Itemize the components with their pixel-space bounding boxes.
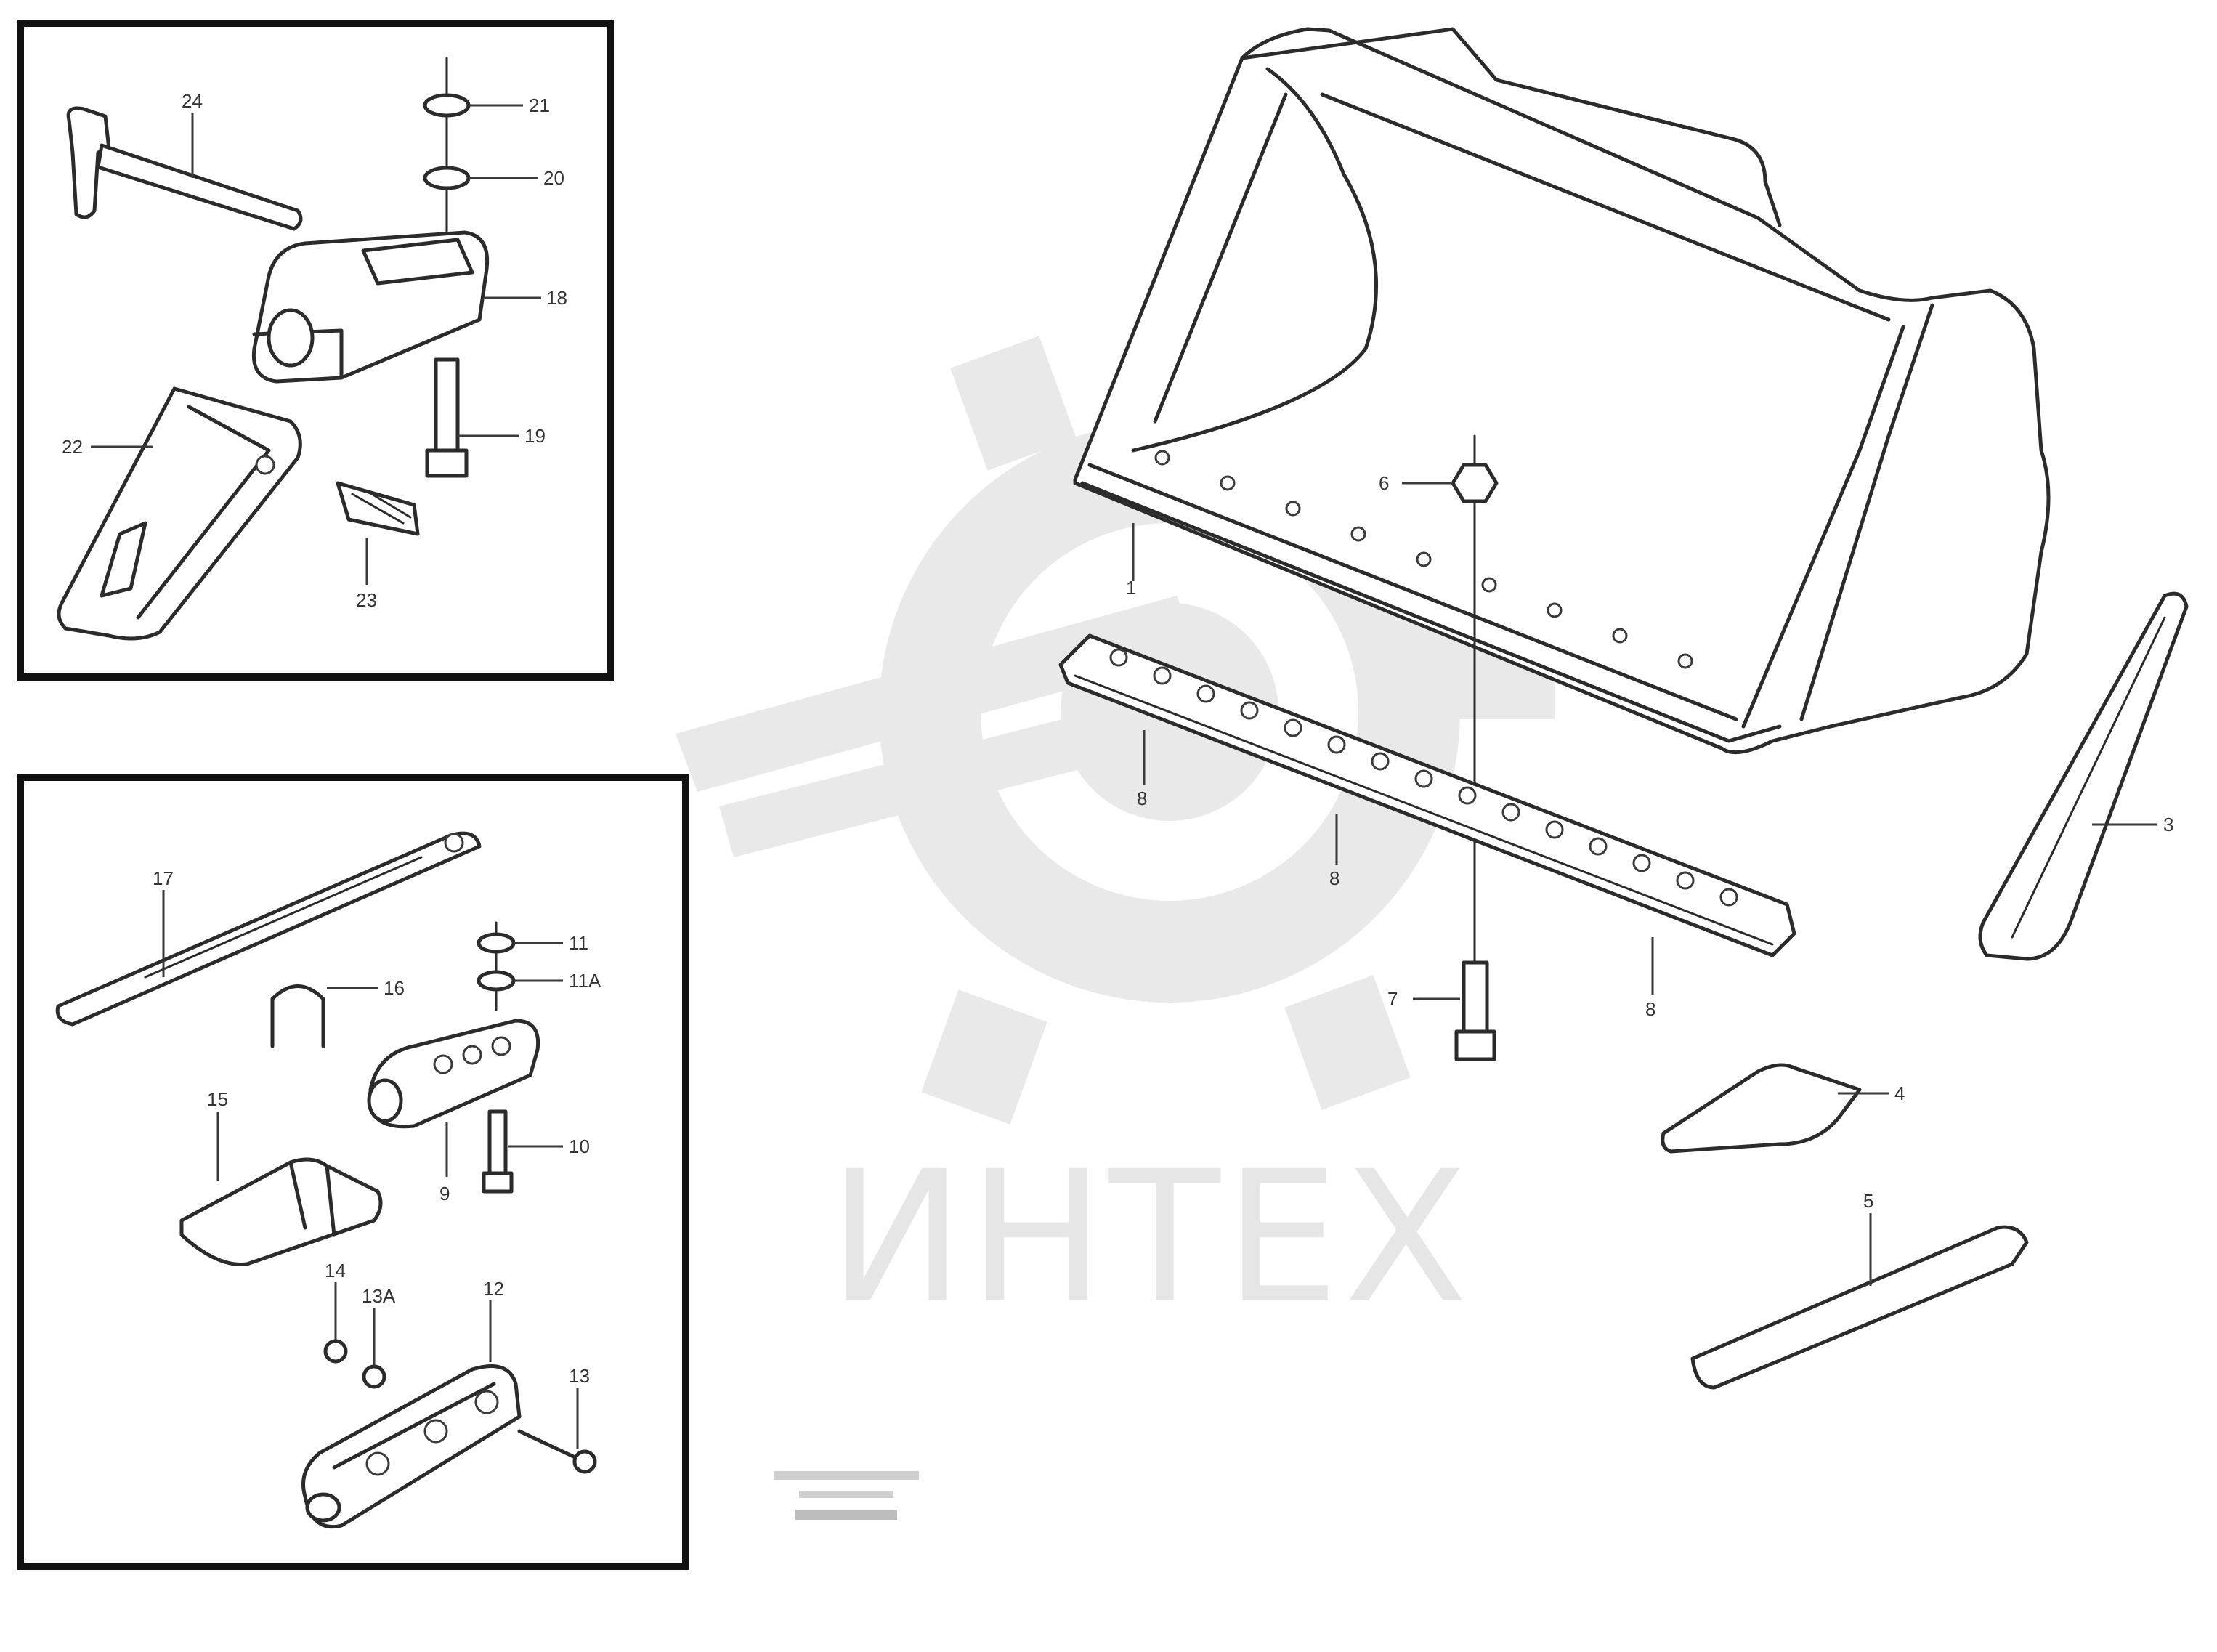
part-bolt-7 bbox=[1454, 960, 1496, 1061]
part-cutting-edge-8 bbox=[1058, 633, 1796, 957]
inset-frame-top bbox=[17, 20, 614, 681]
label-8-a: 8 bbox=[1137, 787, 1147, 809]
label-3: 3 bbox=[2163, 814, 2173, 835]
label-20: 20 bbox=[543, 167, 564, 189]
part-wear-strip-5 bbox=[1690, 1225, 2029, 1390]
label-17: 17 bbox=[153, 867, 174, 889]
part-side-cutter-3 bbox=[1978, 591, 2189, 961]
label-11: 11 bbox=[569, 932, 588, 954]
drawing-code-line-3 bbox=[795, 1510, 897, 1520]
part-bolt-10 bbox=[482, 1109, 514, 1194]
watermark-text: ИНТЕХ bbox=[828, 1132, 1472, 1343]
label-13: 13 bbox=[569, 1365, 590, 1387]
drawing-code-block bbox=[774, 1471, 919, 1520]
label-18: 18 bbox=[546, 287, 567, 309]
part-bucket-tooth-22 bbox=[57, 386, 302, 641]
part-nut-6 bbox=[1451, 434, 1499, 975]
part-adapter-9 bbox=[367, 1019, 540, 1129]
part-bar-17 bbox=[55, 831, 482, 1027]
label-22: 22 bbox=[62, 436, 83, 458]
label-15: 15 bbox=[207, 1088, 228, 1110]
label-1: 1 bbox=[1126, 577, 1136, 599]
label-14: 14 bbox=[325, 1260, 346, 1281]
label-8-c: 8 bbox=[1645, 998, 1655, 1020]
label-10: 10 bbox=[569, 1135, 590, 1157]
label-5: 5 bbox=[1863, 1190, 1873, 1212]
part-pin-13 bbox=[517, 1429, 597, 1474]
label-7: 7 bbox=[1387, 988, 1398, 1010]
label-12: 12 bbox=[483, 1278, 504, 1300]
part-locking-pin-24 bbox=[66, 106, 303, 231]
bucket-lip-holes bbox=[1154, 450, 1693, 669]
part-bolt-19 bbox=[425, 357, 469, 478]
part-washer-11 bbox=[477, 932, 516, 954]
part-washer-20 bbox=[423, 166, 471, 190]
label-11a: 11A bbox=[569, 970, 601, 992]
part-retainer-23 bbox=[336, 481, 420, 536]
part-washer-11a bbox=[477, 970, 516, 992]
part-washer-13a bbox=[362, 1364, 386, 1389]
main-bucket-assembly: 1 6 8 8 8 7 3 4 5 bbox=[1058, 27, 2189, 1390]
label-19: 19 bbox=[524, 425, 546, 447]
label-6: 6 bbox=[1379, 472, 1389, 494]
inset-cutting-edge-assembly: 17 16 11 11A 15 10 9 14 13A 12 13 bbox=[17, 774, 689, 1570]
label-13a: 13A bbox=[362, 1285, 396, 1307]
part-bucket-1 bbox=[1073, 27, 2051, 755]
part-segment-12 bbox=[301, 1364, 522, 1529]
label-23: 23 bbox=[356, 589, 377, 611]
inset-frame-bottom bbox=[17, 774, 689, 1570]
part-clip-16 bbox=[270, 984, 325, 1048]
label-16: 16 bbox=[384, 977, 405, 999]
part-tooth-15 bbox=[179, 1157, 383, 1266]
drawing-code-line-2 bbox=[799, 1491, 893, 1498]
part-wear-plate-4 bbox=[1661, 1063, 1862, 1154]
label-21: 21 bbox=[529, 94, 550, 116]
drawing-code-line-1 bbox=[774, 1471, 919, 1480]
part-bolt-14 bbox=[323, 1339, 348, 1364]
part-washer-21 bbox=[423, 93, 471, 118]
part-adapter-18 bbox=[251, 230, 490, 384]
label-8-b: 8 bbox=[1329, 867, 1339, 889]
label-9: 9 bbox=[439, 1183, 450, 1204]
inset-tooth-adapter-assembly: 24 21 20 18 19 22 23 bbox=[17, 20, 614, 681]
label-24: 24 bbox=[182, 90, 203, 112]
label-4: 4 bbox=[1894, 1082, 1905, 1104]
